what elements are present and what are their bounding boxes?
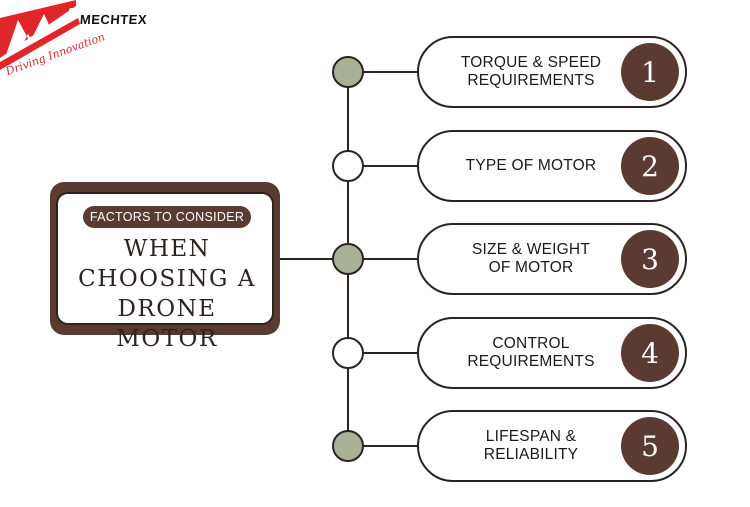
factor-card-1: TORQUE & SPEED REQUIREMENTS 1 xyxy=(417,36,687,108)
mechtex-logo: MECHTEX Driving Innovation xyxy=(0,0,150,90)
factor-label: TYPE OF MOTOR xyxy=(465,157,597,174)
timeline-node-3 xyxy=(332,243,364,275)
factor-number-badge: 1 xyxy=(621,43,679,101)
timeline-node-2 xyxy=(332,150,364,182)
factor-card-5: LIFESPAN & RELIABILITY 5 xyxy=(417,410,687,482)
factor-label: LIFESPAN & RELIABILITY xyxy=(483,428,579,463)
factor-card-4: CONTROL REQUIREMENTS 4 xyxy=(417,317,687,389)
factor-label: CONTROL REQUIREMENTS xyxy=(467,335,595,370)
factor-number-badge: 4 xyxy=(621,324,679,382)
timeline-node-4 xyxy=(332,337,364,369)
timeline-node-5 xyxy=(332,430,364,462)
title-pill-label: FACTORS TO CONSIDER xyxy=(83,206,251,228)
factor-number-badge: 3 xyxy=(621,230,679,288)
factor-card-2: TYPE OF MOTOR 2 xyxy=(417,130,687,202)
factor-card-3: SIZE & WEIGHT OF MOTOR 3 xyxy=(417,223,687,295)
factor-label: TORQUE & SPEED REQUIREMENTS xyxy=(460,54,602,89)
factor-number-badge: 2 xyxy=(621,137,679,195)
factor-number-badge: 5 xyxy=(621,417,679,475)
factor-label: SIZE & WEIGHT OF MOTOR xyxy=(472,241,590,276)
timeline-node-1 xyxy=(332,56,364,88)
mechtex-m-logo-icon xyxy=(0,0,80,70)
